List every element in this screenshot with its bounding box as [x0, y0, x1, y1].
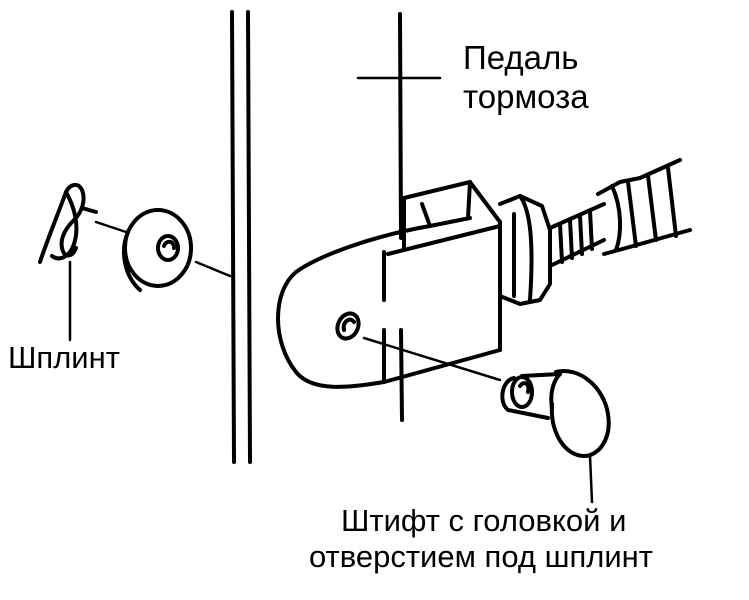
- cotter-pin-label: Шплинт: [8, 340, 120, 375]
- brake-pedal-arm: [398, 12, 404, 422]
- headed-pin: [500, 369, 611, 458]
- pin-label-leader: [588, 454, 594, 504]
- brake-pedal-label-line-2: тормоза: [463, 77, 589, 115]
- headed-pin-label-line-1: Штифт с головкой и: [341, 503, 627, 538]
- clevis-fork: [276, 180, 502, 389]
- cotter-pin: [38, 183, 98, 264]
- brake-pedal-label: Педаль тормоза: [463, 39, 589, 115]
- lock-nut: [498, 194, 552, 306]
- pin-leader-line: [362, 336, 502, 382]
- assembly-leader-lines: [94, 220, 232, 278]
- brake-pedal-label-line-1: Педаль: [463, 39, 579, 76]
- headed-pin-label-line-2: отверстием под шплинт: [309, 538, 653, 574]
- threaded-rod: [548, 158, 692, 268]
- headed-pin-label: Штифт с головкой и отверстием под шплинт: [309, 503, 653, 574]
- pedal-bracket-plate: [230, 10, 252, 464]
- washer: [122, 208, 193, 292]
